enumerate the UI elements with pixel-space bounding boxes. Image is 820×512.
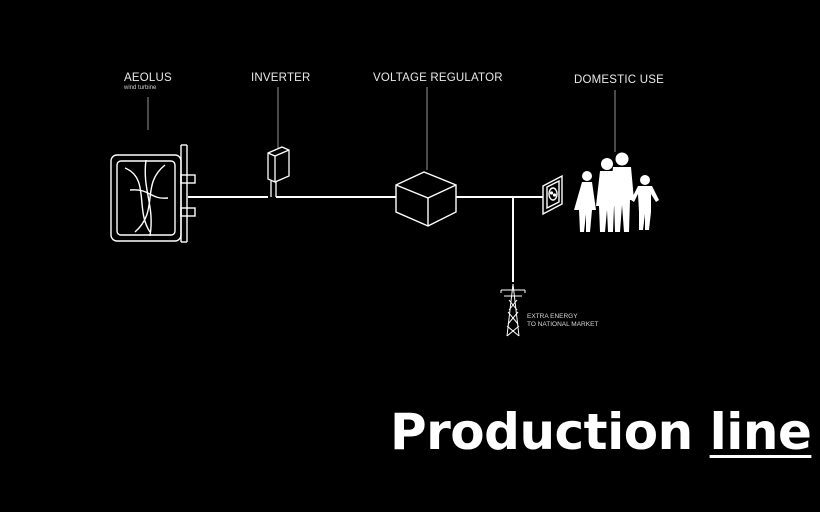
title-underlined: line: [709, 403, 812, 461]
turbine-label: AEOLUS: [124, 72, 172, 84]
grid-note: EXTRA ENERGY TO NATIONAL MARKET: [527, 313, 598, 329]
voltage-regulator-icon: [395, 171, 457, 227]
inverter-label: INVERTER: [251, 72, 311, 84]
page-title: Production line: [390, 400, 812, 464]
leader-lines: [147, 87, 616, 170]
wind-turbine-icon: [110, 144, 196, 243]
inverter-icon: [267, 146, 290, 197]
grid-note-line2: TO NATIONAL MARKET: [527, 321, 599, 328]
family-silhouette-icon: [574, 152, 659, 232]
power-line: [188, 196, 543, 282]
turbine-sublabel: wind turbine: [124, 85, 157, 91]
voltage-regulator-label: VOLTAGE REGULATOR: [373, 72, 503, 84]
title-main: Production: [390, 403, 693, 461]
transmission-tower-icon: [500, 283, 526, 337]
domestic-use-label: DOMESTIC USE: [574, 74, 664, 86]
wall-socket-icon: [542, 174, 563, 216]
grid-note-line1: EXTRA ENERGY: [527, 313, 578, 320]
